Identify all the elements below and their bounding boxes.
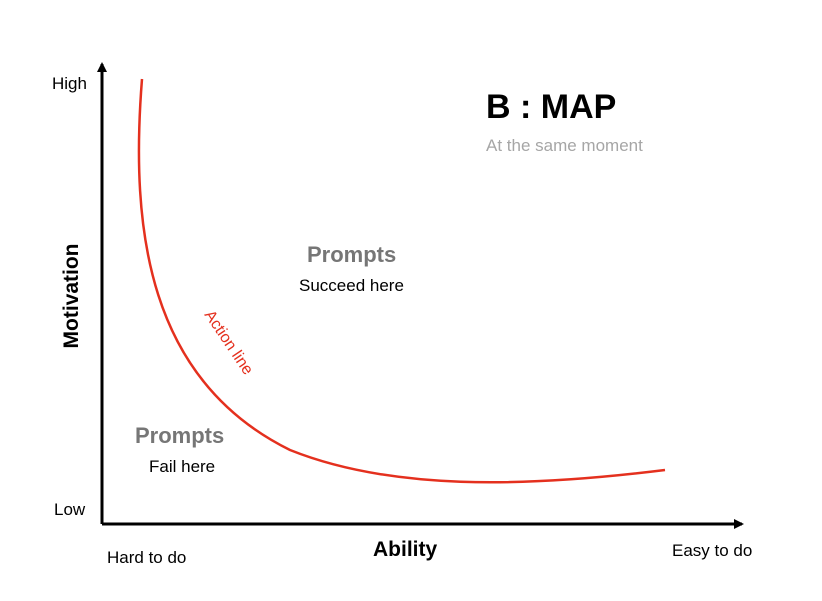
diagram-title: B : MAP [486, 88, 617, 126]
prompts-succeed-text: Succeed here [299, 276, 404, 295]
diagram-subtitle: At the same moment [486, 136, 643, 155]
prompts-succeed-heading: Prompts [307, 242, 397, 267]
y-axis-low-label: Low [54, 500, 86, 519]
action-line-curve [137, 78, 666, 484]
y-axis-high-label: High [52, 74, 87, 93]
prompts-fail-text: Fail here [149, 457, 216, 476]
x-axis-title: Ability [373, 538, 438, 561]
y-axis-title: Motivation [60, 243, 83, 349]
prompts-fail-heading: Prompts [135, 423, 225, 448]
x-axis-left-label: Hard to do [107, 548, 187, 567]
x-axis-right-label: Easy to do [672, 541, 753, 560]
